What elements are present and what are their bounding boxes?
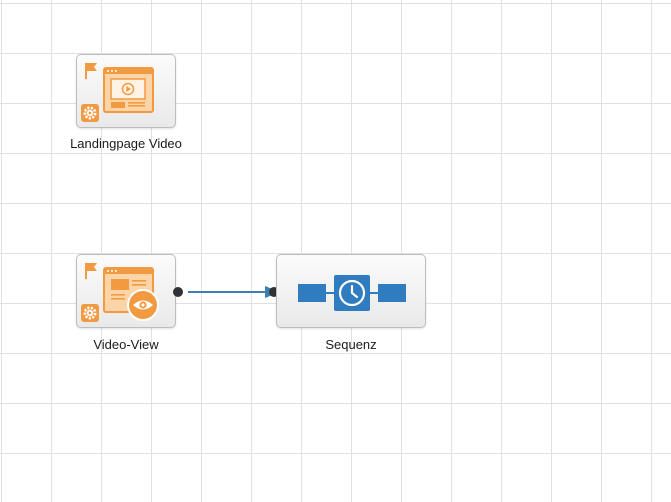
input-port[interactable] bbox=[269, 287, 279, 297]
gear-icon bbox=[81, 304, 99, 322]
eye-icon bbox=[127, 289, 159, 321]
video-view-icon bbox=[81, 263, 159, 322]
gear-icon bbox=[81, 104, 99, 122]
node-video-view[interactable] bbox=[76, 254, 176, 328]
flag-icon bbox=[85, 63, 97, 79]
node-label-landingpage-video: Landingpage Video bbox=[70, 136, 182, 151]
landing-page-video-icon bbox=[81, 63, 154, 122]
flag-icon bbox=[85, 263, 97, 279]
node-label-sequenz: Sequenz bbox=[325, 337, 377, 352]
sequence-clock-icon bbox=[298, 275, 406, 311]
node-sequenz[interactable] bbox=[276, 254, 426, 328]
node-landingpage-video[interactable] bbox=[76, 54, 176, 128]
output-port[interactable] bbox=[173, 287, 183, 297]
node-label-video-view: Video-View bbox=[93, 337, 159, 352]
